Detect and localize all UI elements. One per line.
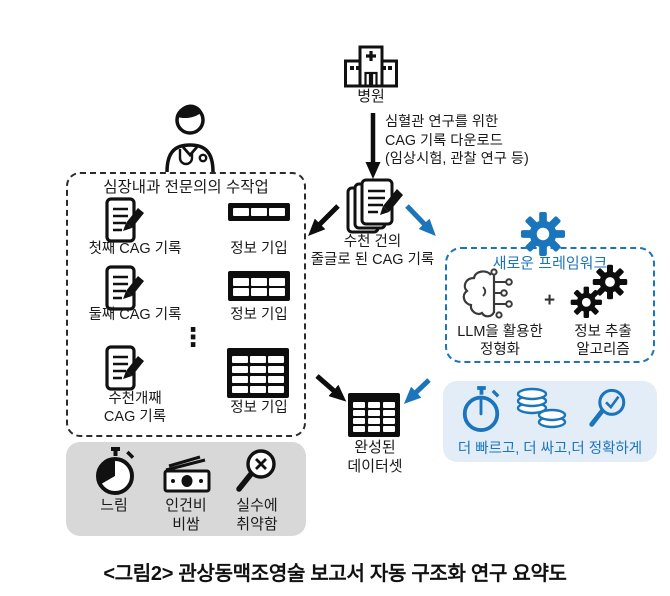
document-stack-icon: [346, 178, 403, 234]
dataset-label: 완성된 데이터셋: [347, 439, 403, 475]
gear-icon: [520, 211, 566, 257]
entry-label-3: 정보 기입: [230, 400, 288, 416]
download-note: 심혈관 연구를 위한 CAG 기록 다운로드 (임상시험, 관찰 연구 등): [385, 114, 529, 168]
document-pencil-icon: [105, 345, 144, 391]
table-icon-row1: [228, 203, 290, 221]
cons-label-cost: 인건비 비쌈: [165, 497, 207, 533]
ellipsis: ⋮: [180, 322, 206, 352]
brain-circuit-icon: [462, 268, 513, 319]
records-stack-label: 수천 건의 줄글로 된 CAG 기록: [310, 234, 435, 269]
hospital-label: 병원: [357, 88, 385, 105]
money-icon: [163, 455, 211, 493]
magnifier-check-icon: [589, 388, 626, 427]
gears-icon: [570, 264, 628, 318]
cons-label-slow: 느림: [100, 497, 128, 514]
algo-label: 정보 추출 알고리즘: [574, 324, 632, 359]
figure-caption: <그림2> 관상동맥조영술 보고서 자동 구조화 연구 요약도: [103, 563, 567, 585]
record-label-2: 둘째 CAG 기록: [88, 307, 182, 323]
arrow-framework-to-dataset: [403, 378, 431, 404]
record-label-3: 수천개째 CAG 기록: [103, 391, 167, 426]
hospital-icon: [344, 45, 398, 88]
framework-box: [445, 247, 655, 363]
magnifier-error-icon: [236, 449, 276, 492]
document-pencil-icon: [105, 197, 144, 243]
entry-label-2: 정보 기입: [230, 307, 288, 323]
coins-icon: [516, 387, 567, 429]
table-icon-row2: [228, 271, 290, 301]
cons-label-error: 실수에 취약함: [236, 497, 278, 533]
table-icon-row3: [227, 348, 289, 398]
arrow-records-to-manual: [308, 204, 340, 236]
plus-sign: +: [544, 290, 556, 311]
record-label-1: 첫째 CAG 기록: [88, 241, 182, 257]
arrow-manual-to-dataset: [315, 374, 347, 402]
llm-label: LLM을 활용한 정형화: [457, 324, 543, 359]
stopwatch-icon: [96, 447, 135, 495]
document-pencil-icon: [105, 265, 144, 311]
stopwatch-fast-icon: [462, 386, 500, 432]
framework-title: 새로운 프레임워크: [492, 255, 608, 272]
benefits-label: 더 빠르고, 더 싸고,더 정확하게: [457, 441, 643, 457]
dataset-table-icon: [348, 393, 400, 437]
doctor-icon: [165, 104, 215, 173]
manual-work-title: 심장내과 전문의의 수작업: [103, 179, 269, 196]
entry-label-1: 정보 기입: [230, 241, 288, 257]
